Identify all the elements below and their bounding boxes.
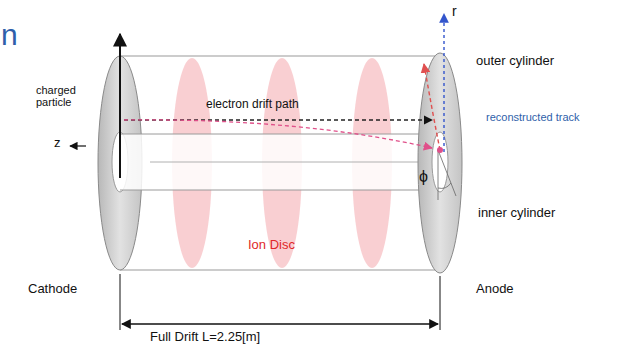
- part-label: Cathode: [28, 282, 77, 296]
- part-label: charged particle: [36, 84, 98, 108]
- part-label: reconstructed track: [486, 111, 580, 123]
- phi-leg: [438, 150, 439, 200]
- part-label: electron drift path: [206, 98, 299, 111]
- hit-point: [437, 147, 443, 153]
- phi-leg: [438, 150, 456, 196]
- inner-cylinder: [120, 134, 440, 190]
- drift-distortion-arrow: [124, 120, 432, 148]
- outer-cylinder-edge: [120, 269, 440, 270]
- r-axis: [443, 14, 444, 152]
- title-fragment: n: [1, 18, 18, 51]
- dimension-label: Full Drift L=2.25[m]: [150, 330, 260, 344]
- electron-drift-arrow: [124, 119, 432, 120]
- phi-arc: [438, 183, 451, 188]
- outer-cylinder-edge: [120, 55, 440, 56]
- angle-symbol: ϕ: [419, 168, 428, 186]
- part-label: Ion Disc: [248, 238, 295, 252]
- axis-label: r: [452, 4, 457, 19]
- z-axis: [70, 145, 86, 146]
- part-label: Anode: [476, 282, 514, 296]
- full-drift-dimension: [122, 323, 438, 324]
- inner-cylinder-edge: [120, 190, 440, 191]
- anode-plate: [418, 53, 462, 273]
- axis-label: z: [54, 136, 61, 150]
- part-label: inner cylinder: [478, 206, 555, 220]
- reconstructed-track: [424, 64, 440, 150]
- dimension-tick: [440, 276, 441, 330]
- inner-cylinder-shade: [150, 162, 420, 163]
- dimension-tick: [120, 274, 121, 330]
- inner-cylinder-edge: [120, 134, 440, 135]
- anode-hole: [432, 132, 448, 192]
- part-label: outer cylinder: [476, 54, 554, 68]
- charged-particle-track: [119, 34, 121, 178]
